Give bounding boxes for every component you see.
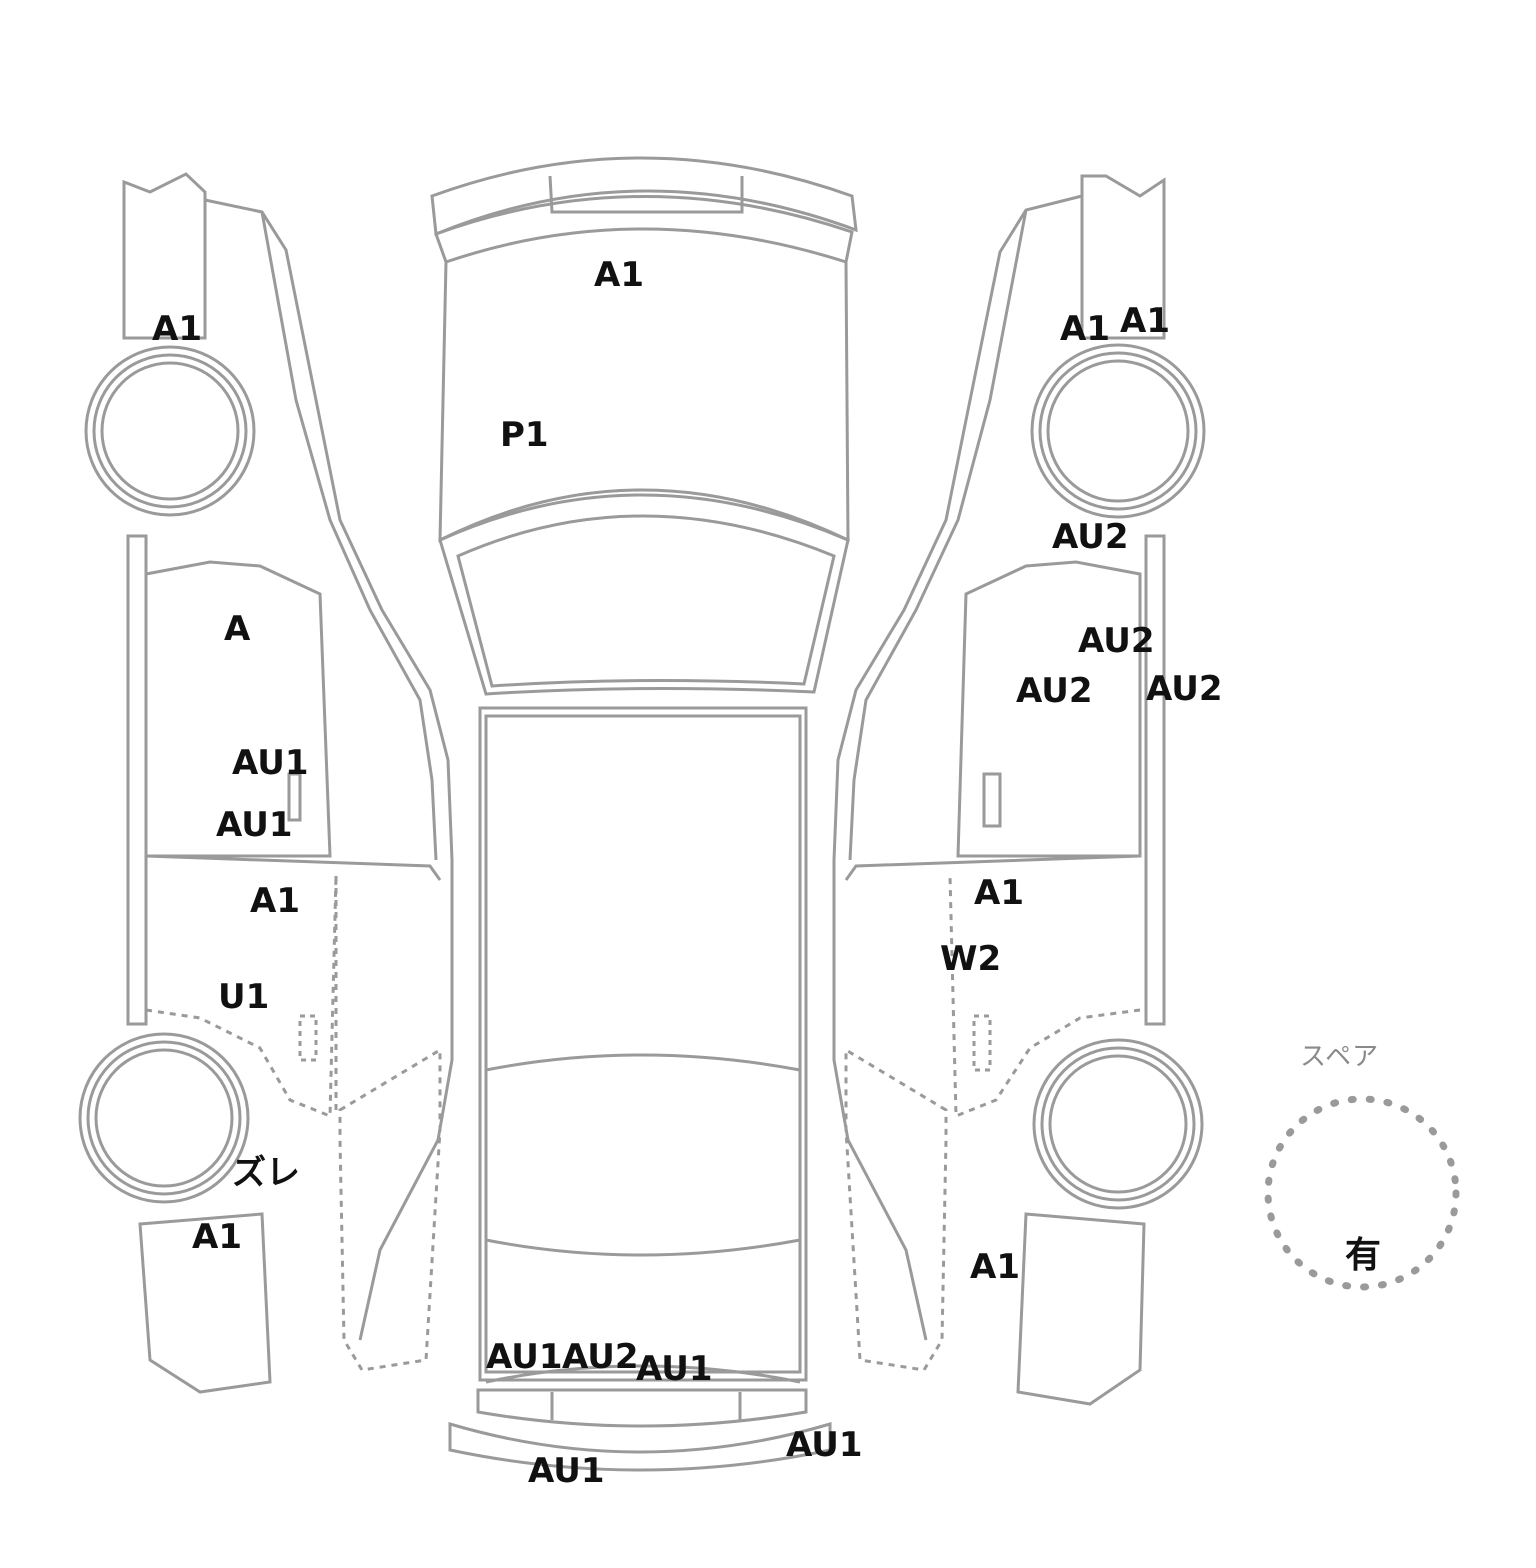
mark-top-hood-front: A1: [594, 255, 644, 295]
mark-left-rear-door-upper: A1: [250, 881, 300, 921]
mark-right-rear-quarter: A1: [970, 1247, 1020, 1287]
mark-right-rear-door-upper: A1: [974, 873, 1024, 913]
mark-right-front-fender-a: A1: [1060, 309, 1110, 349]
mark-left-door-handle-upper: AU1: [232, 743, 309, 783]
mark-left-rear-wheel: ズレ: [232, 1153, 300, 1193]
left-side-view: [78, 172, 454, 1394]
mark-left-front-fender: A1: [152, 309, 202, 349]
mark-left-rear-quarter: A1: [192, 1217, 242, 1257]
mark-right-rear-door-mid: W2: [940, 939, 1002, 979]
mark-left-door-handle-lower: AU1: [216, 805, 293, 845]
spare-tire-icon: [1264, 1095, 1460, 1291]
mark-top-rear-center: AU2: [562, 1337, 639, 1377]
mark-right-front-pillar: AU2: [1052, 517, 1129, 557]
spare-label: スペア: [1300, 1042, 1380, 1072]
mark-top-rear-bumper-corner: AU1: [786, 1425, 863, 1465]
mark-top-rear-right: AU1: [636, 1349, 713, 1389]
mark-top-rear-bumper: AU1: [528, 1451, 605, 1491]
spare-status: 有: [1345, 1235, 1382, 1276]
mark-top-rear-left: AU1: [486, 1337, 563, 1377]
mark-left-rear-door-lower: U1: [218, 977, 270, 1017]
mark-left-front-door-upper: A: [224, 609, 251, 649]
mark-right-front-fender-b: A1: [1120, 301, 1170, 341]
mark-top-hood: P1: [500, 415, 549, 455]
mark-right-front-door-mid: AU2: [1016, 671, 1093, 711]
top-view: [430, 156, 858, 1472]
right-side-view: [832, 174, 1206, 1406]
mark-right-side-edge: AU2: [1146, 669, 1223, 709]
mark-right-front-door-upper: AU2: [1078, 621, 1155, 661]
